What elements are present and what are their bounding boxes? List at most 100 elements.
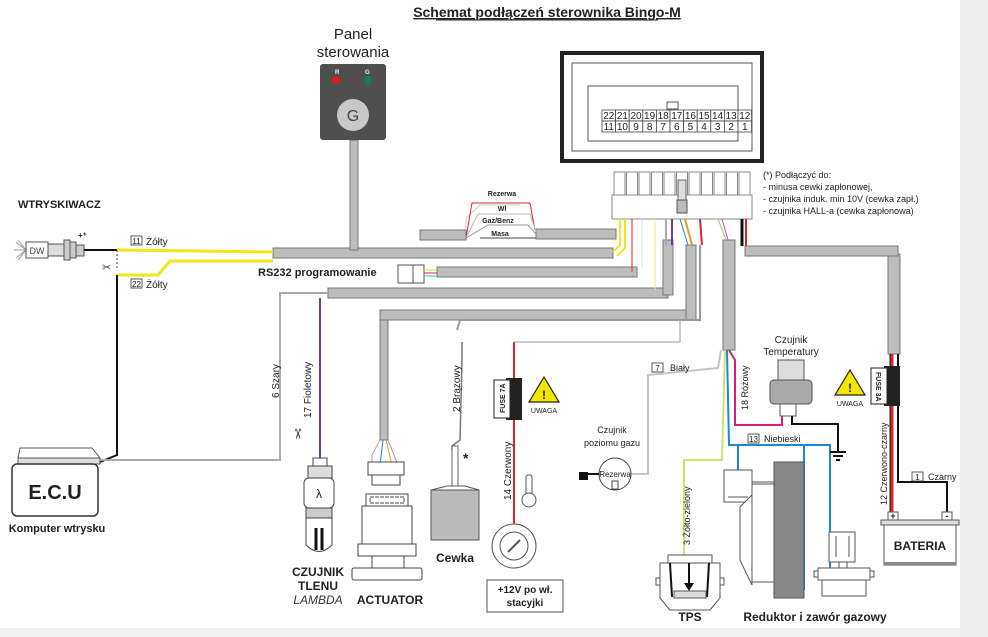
injector-cable-sheath — [272, 247, 614, 259]
control-panel[interactable]: Panel sterowania R G G — [317, 26, 390, 140]
sensor-cable-sheath — [722, 239, 736, 351]
connector-pin-number: 1 — [742, 122, 748, 133]
fuse-7a: FUSE 7A — [493, 378, 522, 420]
svg-text:!: ! — [542, 388, 546, 402]
wire-label-1: 1 Czarny — [911, 471, 957, 482]
gas-level-sensor: Czujnik poziomu gazu Rezerwa — [579, 425, 640, 491]
spray-icon — [14, 239, 27, 261]
rs232-cable-sheath — [436, 266, 638, 278]
led-green-icon — [364, 76, 372, 84]
scrollbar-area — [960, 0, 988, 637]
connector-pin-number: 9 — [633, 122, 639, 133]
bottom-strip — [0, 628, 960, 637]
svg-text:UWAGA: UWAGA — [837, 401, 864, 408]
plug-cell — [638, 171, 651, 196]
connector-pin-number: 12 — [739, 111, 751, 122]
note-line: - czujnika induk. min 10V (cewka zapł.) — [763, 194, 919, 204]
coil-label: Cewka — [436, 551, 474, 565]
connector-pin-number: 19 — [644, 111, 656, 122]
actuator-label: ACTUATOR — [357, 593, 424, 607]
panel-cable-vertical — [349, 139, 359, 251]
panel-wire-labels: Rezerwa Wl Gaz/Benz Masa — [482, 191, 516, 238]
ecu: E.C.U Komputer wtrysku — [9, 447, 105, 535]
svg-text:G: G — [365, 70, 370, 76]
connector-pin-number: 11 — [604, 122, 615, 133]
wire-label-18: 18 Różowy — [740, 365, 750, 410]
svg-text:17 Fioletowy: 17 Fioletowy — [303, 362, 314, 418]
gas-button[interactable] — [337, 99, 369, 131]
connector-pin-number: 10 — [617, 122, 629, 133]
fuse-3a: FUSE 3A — [870, 366, 900, 406]
svg-text:Temperatury: Temperatury — [763, 347, 819, 358]
ignition-label-box: +12V po wł. stacyjki — [486, 579, 564, 613]
ecu-label: E.C.U — [28, 482, 81, 504]
injector-title: WTRYSKIWACZ — [18, 199, 101, 211]
svg-text:+: + — [890, 511, 895, 521]
rs232-connector[interactable] — [397, 264, 437, 284]
cut-scissors-icon: ✂ — [102, 262, 111, 274]
svg-text:Czarny: Czarny — [928, 472, 957, 482]
gas-button-label: G — [347, 108, 359, 125]
svg-text:stacyjki: stacyjki — [507, 598, 544, 609]
svg-text:14 Czerwony: 14 Czerwony — [503, 442, 514, 500]
tps-label: TPS — [678, 610, 701, 624]
plug-cell — [726, 171, 738, 196]
connector-pin-number: 16 — [685, 111, 697, 122]
connector-pin-number: 8 — [647, 122, 653, 133]
connector-pin-number: 14 — [712, 111, 724, 122]
svg-text:12 Czerwono-czarny: 12 Czerwono-czarny — [879, 422, 889, 505]
connector-pin-number: 17 — [671, 111, 683, 122]
svg-text:7: 7 — [655, 364, 660, 373]
svg-text:poziomu gazu: poziomu gazu — [584, 438, 640, 448]
svg-text:Żółty: Żółty — [146, 235, 168, 248]
led-red-icon — [332, 76, 340, 84]
svg-text:Gaz/Benz: Gaz/Benz — [482, 218, 514, 225]
plug-cell — [651, 171, 663, 196]
battery: + - BATERIA — [880, 511, 960, 566]
svg-text:Czujnik: Czujnik — [775, 335, 809, 346]
panel-title: Panel — [334, 26, 372, 43]
wire-label-14: 14 Czerwony — [503, 442, 514, 500]
svg-text:Biały: Biały — [670, 363, 690, 373]
svg-text:λ: λ — [316, 487, 322, 501]
note-heading: (*) Podłączyć do: — [763, 170, 831, 180]
plug-cell — [701, 171, 713, 196]
connector-pin-number: 5 — [688, 122, 694, 133]
reducer-and-gas-valve: Reduktor i zawór gazowy — [723, 461, 887, 624]
battery-cable-sheath — [887, 253, 901, 355]
svg-text:Rezerwa: Rezerwa — [599, 470, 631, 479]
svg-text:6 Szary: 6 Szary — [271, 364, 282, 398]
svg-text:Rezerwa: Rezerwa — [488, 191, 517, 198]
svg-text:-: - — [946, 511, 949, 521]
svg-text:+12V po wł.: +12V po wł. — [498, 585, 553, 596]
plug-cell — [688, 171, 701, 196]
connector-pin-number: 2 — [728, 122, 734, 133]
svg-text:+⁺: +⁺ — [78, 231, 87, 240]
wire-label-2: 2 Brązowy — [452, 365, 463, 412]
svg-text:CZUJNIK: CZUJNIK — [292, 565, 344, 579]
ground-icon — [830, 451, 846, 461]
connector-pin-number: 13 — [726, 111, 738, 122]
connector-pin-number: 7 — [660, 122, 666, 133]
svg-text:UWAGA: UWAGA — [531, 408, 558, 415]
svg-text:2 Brązowy: 2 Brązowy — [452, 365, 463, 412]
panel-cable-sheath — [535, 228, 617, 240]
svg-text:Żółty: Żółty — [146, 278, 168, 291]
wire-label-3: 3 Żółto-zielony — [682, 486, 692, 545]
plug-cell — [738, 171, 751, 196]
reducer-label: Reduktor i zawór gazowy — [743, 610, 887, 624]
svg-text:FUSE 3A: FUSE 3A — [874, 372, 881, 402]
plug-cell — [613, 171, 626, 196]
warning-icon: ! UWAGA — [527, 375, 561, 415]
plug-cell — [626, 171, 638, 196]
connector-pin-number: 3 — [715, 122, 721, 133]
wire-label-22: 22 Żółty — [130, 278, 168, 291]
connector-pin-number: 21 — [617, 111, 629, 122]
svg-text:18 Różowy: 18 Różowy — [740, 365, 750, 410]
wire-label-12: 12 Czerwono-czarny — [879, 422, 889, 505]
actuator: ACTUATOR — [351, 439, 424, 607]
connector-pin — [737, 120, 753, 133]
lambda-sensor: λ CZUJNIK TLENU LAMBDA — [292, 457, 344, 607]
